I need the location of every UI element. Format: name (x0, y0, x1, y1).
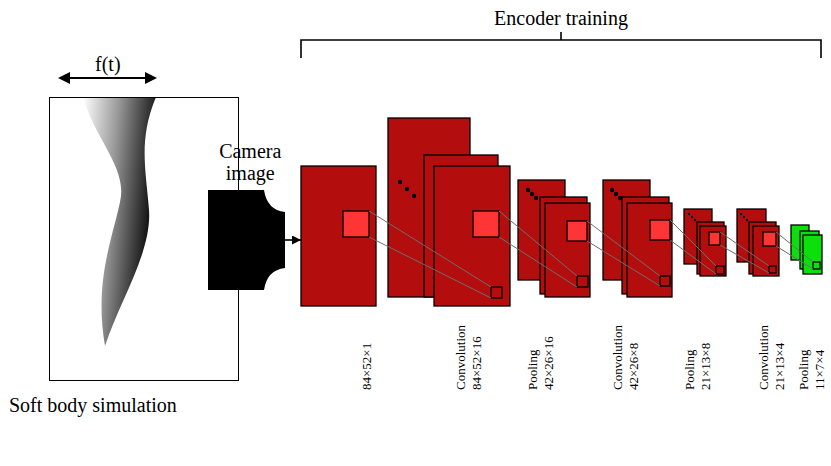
projection-line (670, 220, 716, 274)
ellipsis-dot (688, 213, 690, 215)
feature-map (627, 203, 672, 297)
camera-label: Camera image (219, 140, 281, 184)
ellipsis-dot (743, 216, 745, 218)
ellipsis-dot (398, 180, 402, 184)
layer-label: Convolution 84×52×16 (453, 325, 485, 390)
output-cell (491, 287, 502, 298)
pool-layer: Pooling 42×26×16 (518, 180, 590, 297)
kernel-window (343, 211, 369, 237)
layer-stack (603, 180, 672, 297)
layer-label: Convolution 42×26×8 (610, 325, 642, 390)
pool-layer: Pooling 21×13×8 (684, 209, 726, 276)
ellipsis-dot (534, 196, 538, 200)
feature-map (545, 203, 590, 297)
layer-label: Pooling 42×26×16 (525, 336, 557, 390)
input-layer: 84×52×1 (301, 166, 376, 306)
kernel-window (709, 232, 720, 245)
output-cell (660, 276, 670, 286)
kernel-window (567, 221, 587, 241)
output-cell (577, 276, 588, 287)
projection-line (776, 232, 813, 269)
ellipsis-dot (405, 187, 409, 191)
conv-layer: Convolution 84×52×16 (388, 118, 510, 306)
feature-map (301, 166, 376, 306)
layer-stacks (301, 118, 822, 306)
layer-label: Pooling 11×7×4 (796, 350, 828, 390)
projection-line (369, 211, 491, 298)
input-arrow (285, 239, 301, 241)
camera-shape (208, 190, 285, 290)
layer-label: 84×52×1 (359, 343, 375, 390)
bracket-label: Encoder training (494, 7, 628, 29)
conv-layer: Convolution 42×26×8 (603, 180, 672, 297)
layer-label: Pooling 21×13×8 (682, 343, 714, 390)
camera-body (208, 190, 285, 290)
layer-stack (388, 118, 510, 306)
force-label: f(t) (95, 53, 121, 75)
ellipsis-dot (691, 216, 693, 218)
layer-stack (518, 180, 590, 297)
ellipsis-dot (614, 192, 618, 196)
layer-stack (737, 209, 779, 276)
feature-map (753, 226, 779, 276)
output-cell (769, 266, 776, 273)
kernel-window (650, 220, 670, 240)
bracket (301, 32, 821, 58)
layer-label: Convolution 21×13×4 (756, 325, 788, 390)
kernel-window (763, 232, 776, 246)
ellipsis-dot (530, 192, 534, 196)
layer-stack (301, 166, 376, 306)
ellipsis-dot (618, 196, 622, 200)
ellipsis-dot (610, 188, 614, 192)
node-caption: Soft body simulation (9, 393, 177, 417)
projection-line (499, 211, 577, 287)
output-cell (813, 262, 820, 269)
soft-body (83, 97, 156, 346)
output-cell (716, 266, 724, 274)
ellipsis-dot (746, 219, 748, 221)
projection-line (720, 232, 769, 273)
layer-stack (791, 225, 822, 274)
ellipsis-dot (694, 219, 696, 221)
ellipsis-dot (526, 188, 530, 192)
projection-line (587, 221, 660, 286)
camera: Camera image (208, 190, 285, 290)
ellipsis-dot (412, 194, 416, 198)
feature-map (434, 166, 510, 306)
output-layer: Pooling 11×7×4 (791, 225, 822, 274)
conv-layer: Convolution 21×13×4 (737, 209, 779, 276)
kernel-window (473, 211, 499, 237)
ellipsis-dot (740, 213, 742, 215)
